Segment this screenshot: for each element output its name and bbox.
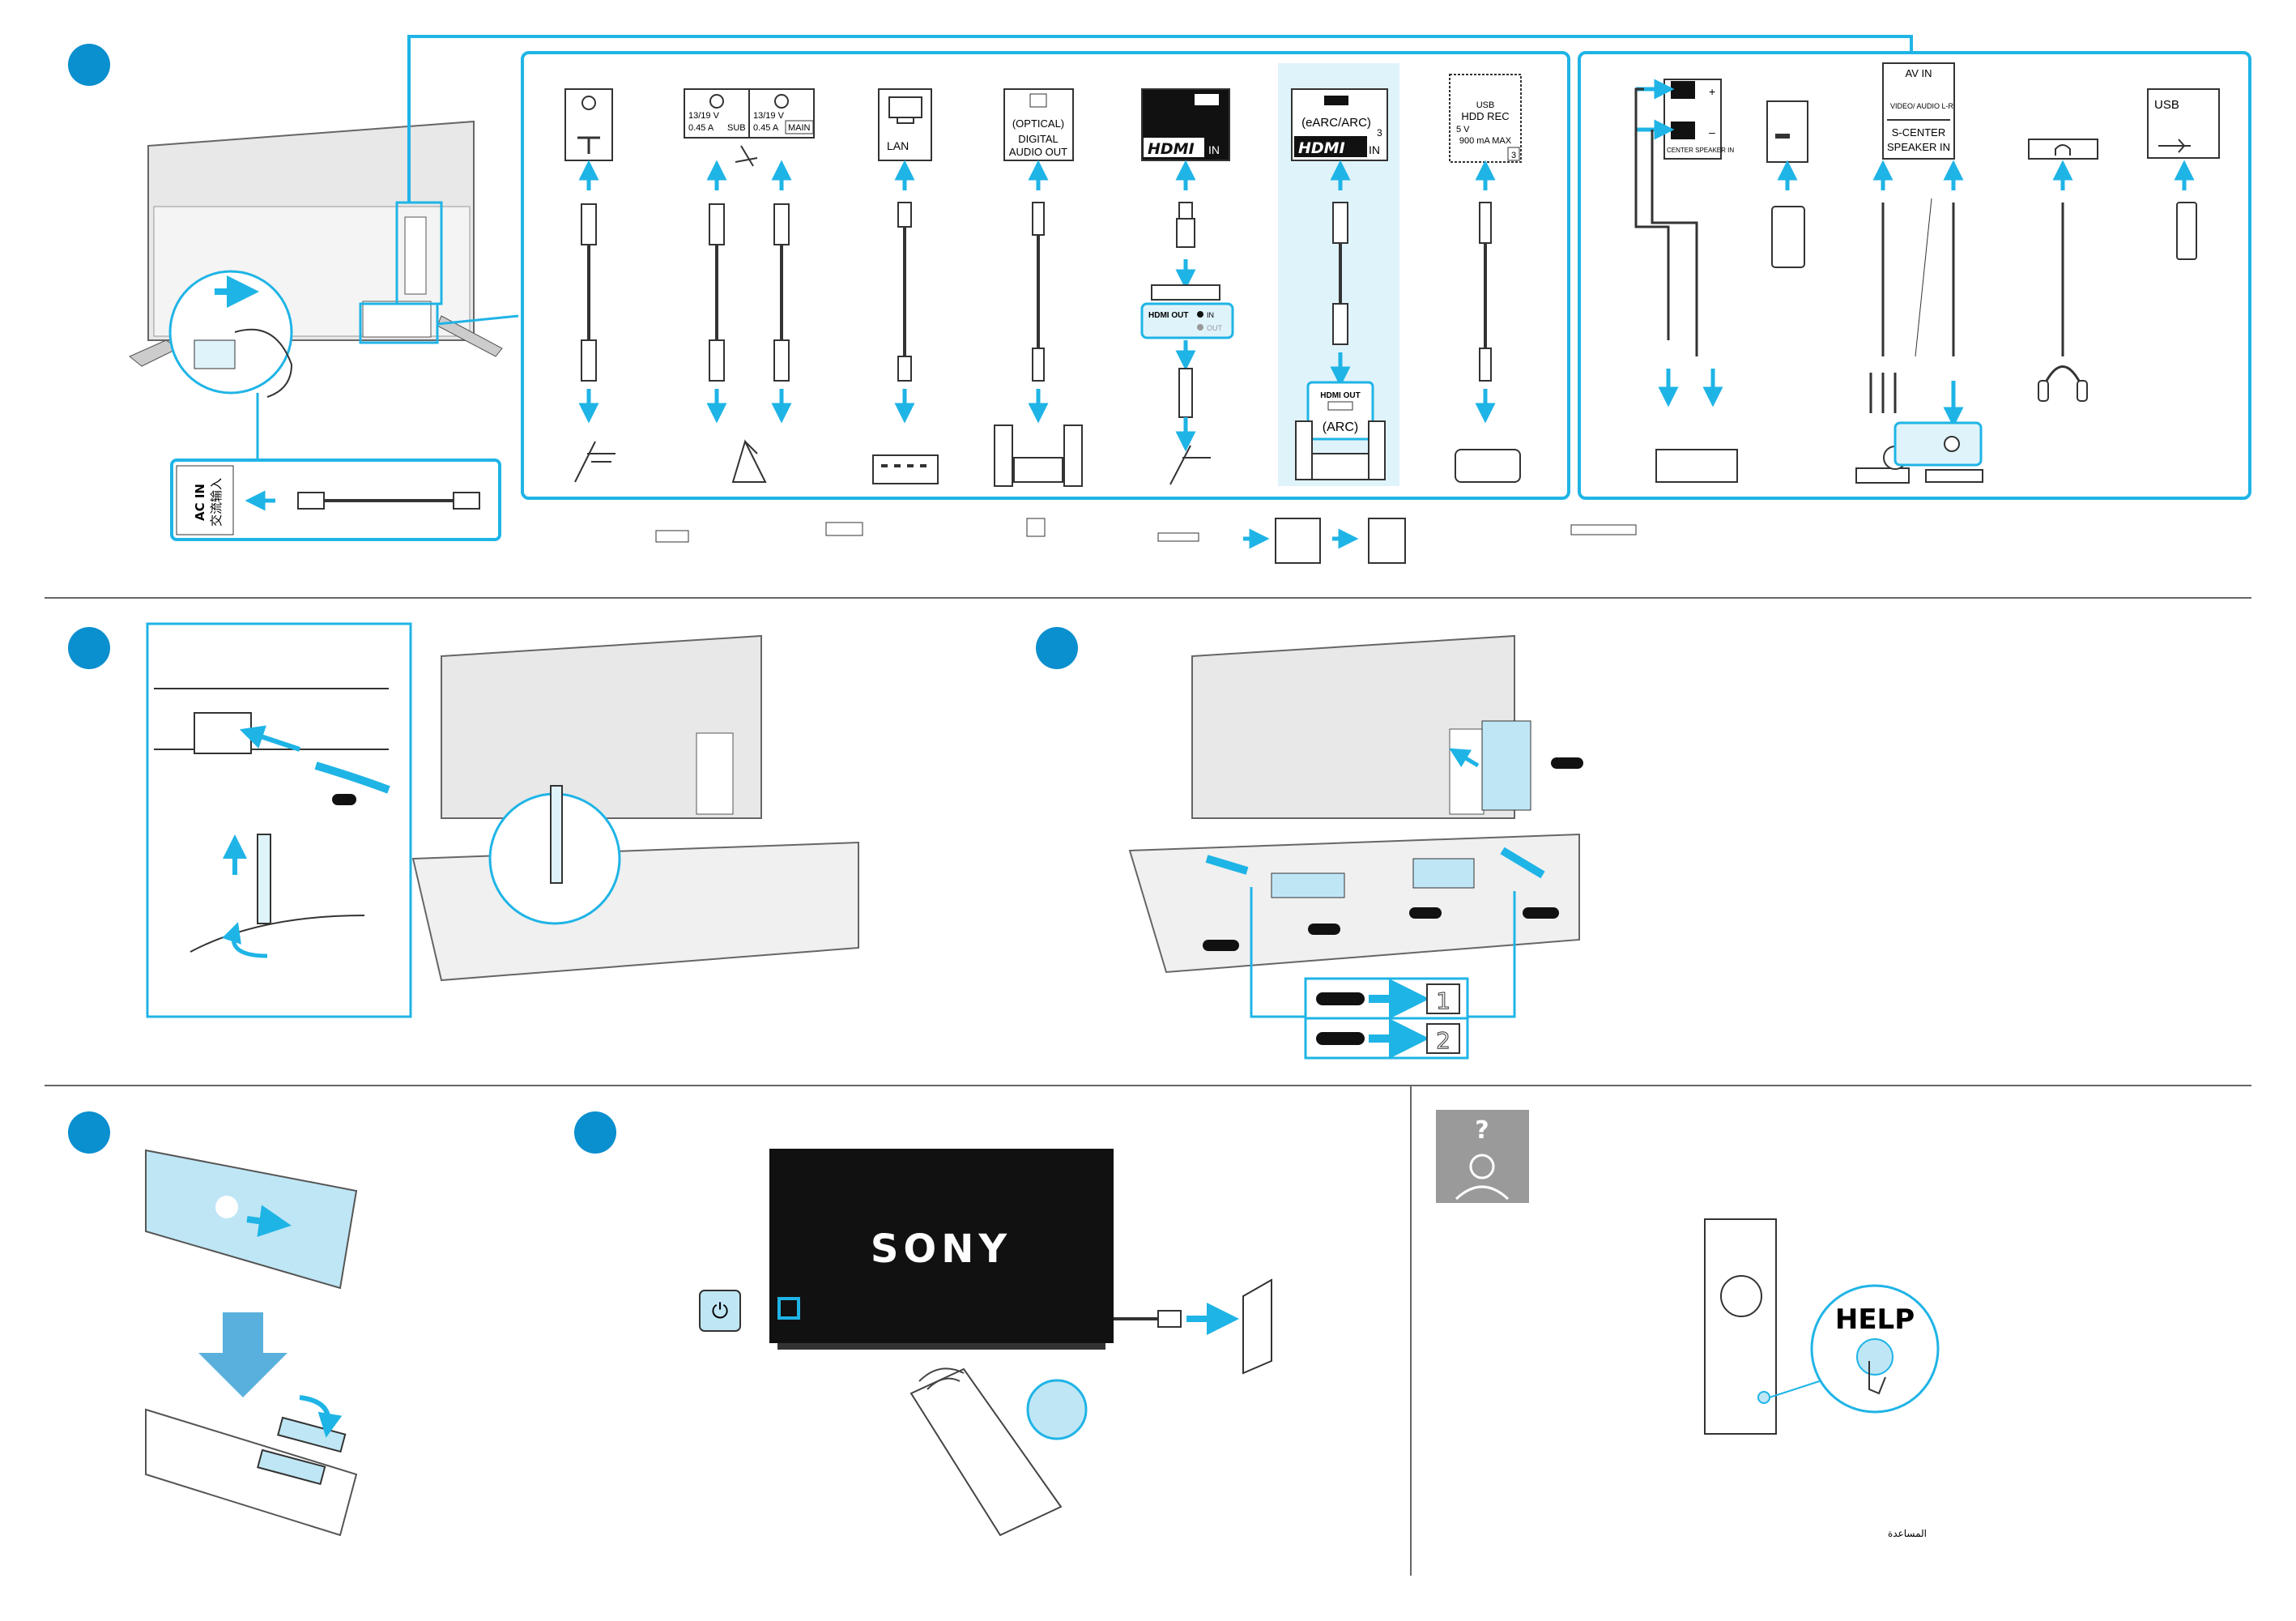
help-section: ? HELP المساعدة [1436,1110,1940,1539]
step-circle-3 [1036,627,1078,669]
ac-in-label: AC IN [193,484,207,521]
usb-hdd-num: 3 [1511,151,1516,160]
usb-hdd-label-1: USB [1476,100,1495,110]
speaker-plus: + [1709,85,1715,98]
sat-main-amps: 0.45 A [753,123,779,133]
usb-column: USB [2147,88,2220,260]
device-in-label: IN [1207,311,1214,319]
step-circle-5 [574,1111,616,1154]
satellite-column: 13/19 V 0.45 A SUB 13/19 V 0.45 A MAIN [684,88,815,483]
step-circle-2 [68,627,110,669]
optical-label: (OPTICAL) [1012,117,1064,130]
satellite-icon [731,439,767,483]
usb-hdd-label-3: 5 V [1456,125,1470,134]
step-circle-1 [68,44,110,86]
antenna-column [564,88,616,483]
power-icon: ⏻ [712,1299,729,1324]
speaker-minus: – [1709,126,1715,139]
hdmi-logo-earc: HDMI [1298,139,1345,157]
ac-in-panel: AC IN 交流输入 [170,459,501,541]
tv-back-illustration [129,120,503,398]
digital-label: DIGITAL [1018,133,1059,145]
video-audio-label: VIDEO/ AUDIO L-R [1890,102,1954,110]
tv-front-illustration: SONY ⏻ [699,1149,1272,1537]
sat-sub-tag: SUB [727,123,746,133]
cable-management-illustration: 1 2 [1128,634,1583,1060]
center-speaker-label: CENTER SPEAKER IN [1667,147,1734,154]
sat-sub-voltage: 13/19 V [688,111,720,121]
step-circle-4 [68,1111,110,1154]
cable-tie-panel [146,622,412,1018]
brand-logo: SONY [871,1226,1012,1272]
arc-label: (ARC) [1323,420,1358,434]
headphones-column [2028,139,2098,402]
hdmi-in-label: IN [1208,143,1220,156]
s-center-label-2: SPEAKER IN [1887,141,1950,153]
lan-label: LAN [887,139,909,152]
audio-out-label: AUDIO OUT [1009,146,1067,158]
cable-step-1: 1 [1436,988,1450,1014]
hand-pointer-icon [1868,1361,1886,1395]
sat-sub-amps: 0.45 A [688,123,714,133]
earc-column: (eARC/ARC) HDMI IN 3 HDMI OUT (ARC) [1291,88,1388,480]
s-center-label-1: S-CENTER [1892,126,1945,139]
help-button-label: HELP [1835,1303,1915,1336]
usb-hdd-label-4: 900 mA MAX [1459,136,1512,146]
hdmi-column: HDMI IN HDMI OUT IN OUT [1140,88,1234,485]
headphones-icon [2055,144,2071,156]
earc-hdmi-out-label: HDMI OUT [1320,391,1360,400]
ac-in-cjk-label: 交流输入 [209,478,224,527]
sat-main-tag: MAIN [788,123,811,133]
earc-num: 3 [1377,127,1382,139]
arabic-help-label: المساعدة [1888,1528,1927,1539]
antenna-icon [574,441,616,483]
usb-hdd-label-2: HDD REC [1461,110,1509,122]
tv-stand-illustration-2 [411,634,859,982]
connector-details [655,518,1637,564]
usb-hdd-column: USB HDD REC 5 V 900 mA MAX 3 [1449,74,1522,483]
earc-label: (eARC/ARC) [1301,116,1371,130]
hdmi-logo: HDMI [1148,140,1195,158]
lan-column: LAN [872,88,939,484]
cable-step-2: 2 [1436,1027,1450,1054]
earc-in-label: IN [1369,143,1380,156]
center-speaker-column: + – CENTER SPEAKER IN [1634,79,1738,483]
cam-slot-column [1766,100,1808,268]
av-in-column: AV IN VIDEO/ AUDIO L-R S-CENTER SPEAKER … [1855,62,1983,484]
usb-icon [2158,139,2191,153]
hdmi-out-label: HDMI OUT [1148,311,1188,320]
device-out-label: OUT [1207,324,1223,332]
usb-label: USB [2154,98,2179,112]
av-in-label: AV IN [1906,67,1932,79]
optical-column: (OPTICAL) DIGITAL AUDIO OUT [994,88,1083,487]
battery-illustration [145,1149,358,1537]
help-question-mark: ? [1475,1116,1489,1145]
sat-main-voltage: 13/19 V [753,111,785,121]
